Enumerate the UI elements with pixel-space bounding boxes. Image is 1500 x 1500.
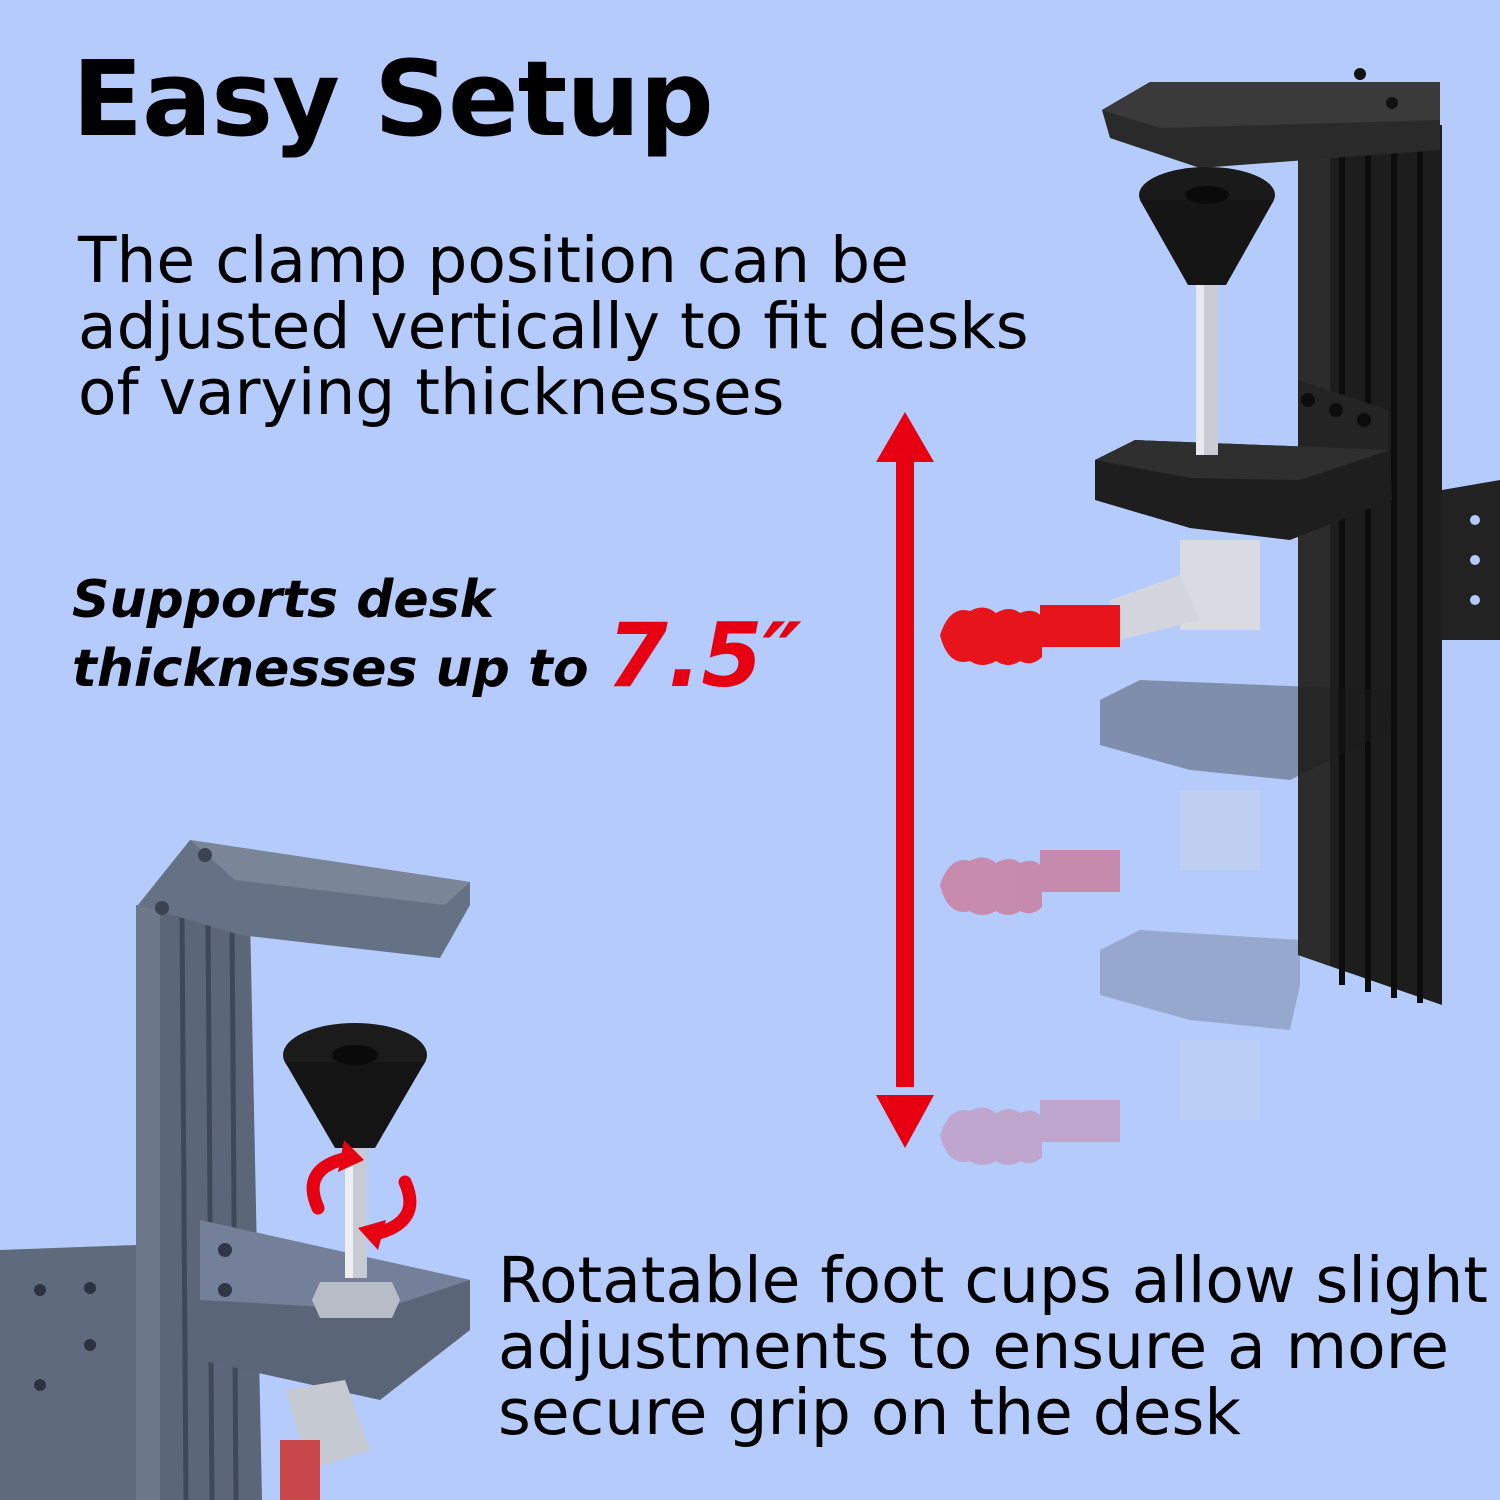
desk-thickness-support-callout: Supports desk thicknesses up to 7.5″ [72,570,802,700]
black-desk-clamp [940,68,1500,1005]
clamp-ghost-positions-lower [940,930,1300,1165]
rotate-arrows-icon [306,1140,417,1250]
page-title: Easy Setup [72,38,714,160]
vertical-double-arrow-icon [876,412,934,1148]
description-line: secure grip on the desk [498,1376,1241,1449]
max-thickness-value: 7.5″ [606,604,802,707]
description-line: of varying thicknesses [78,356,785,429]
support-line-1: Supports desk [72,570,495,630]
grey-desk-clamp [0,840,470,1500]
support-line-2-text: thicknesses up to [72,639,607,699]
foot-cup-description: Rotatable foot cups allow slight adjustm… [498,1248,1488,1446]
clamp-ghost-positions [940,680,1392,915]
description-line: adjustments to ensure a more [498,1310,1449,1383]
support-line-2: thicknesses up to 7.5″ [72,612,802,700]
description-line: adjusted vertically to fit desks [78,290,1029,363]
description-line: Rotatable foot cups allow slight [498,1244,1488,1317]
clamp-position-description: The clamp position can be adjusted verti… [78,228,1029,426]
description-line: The clamp position can be [78,224,909,297]
